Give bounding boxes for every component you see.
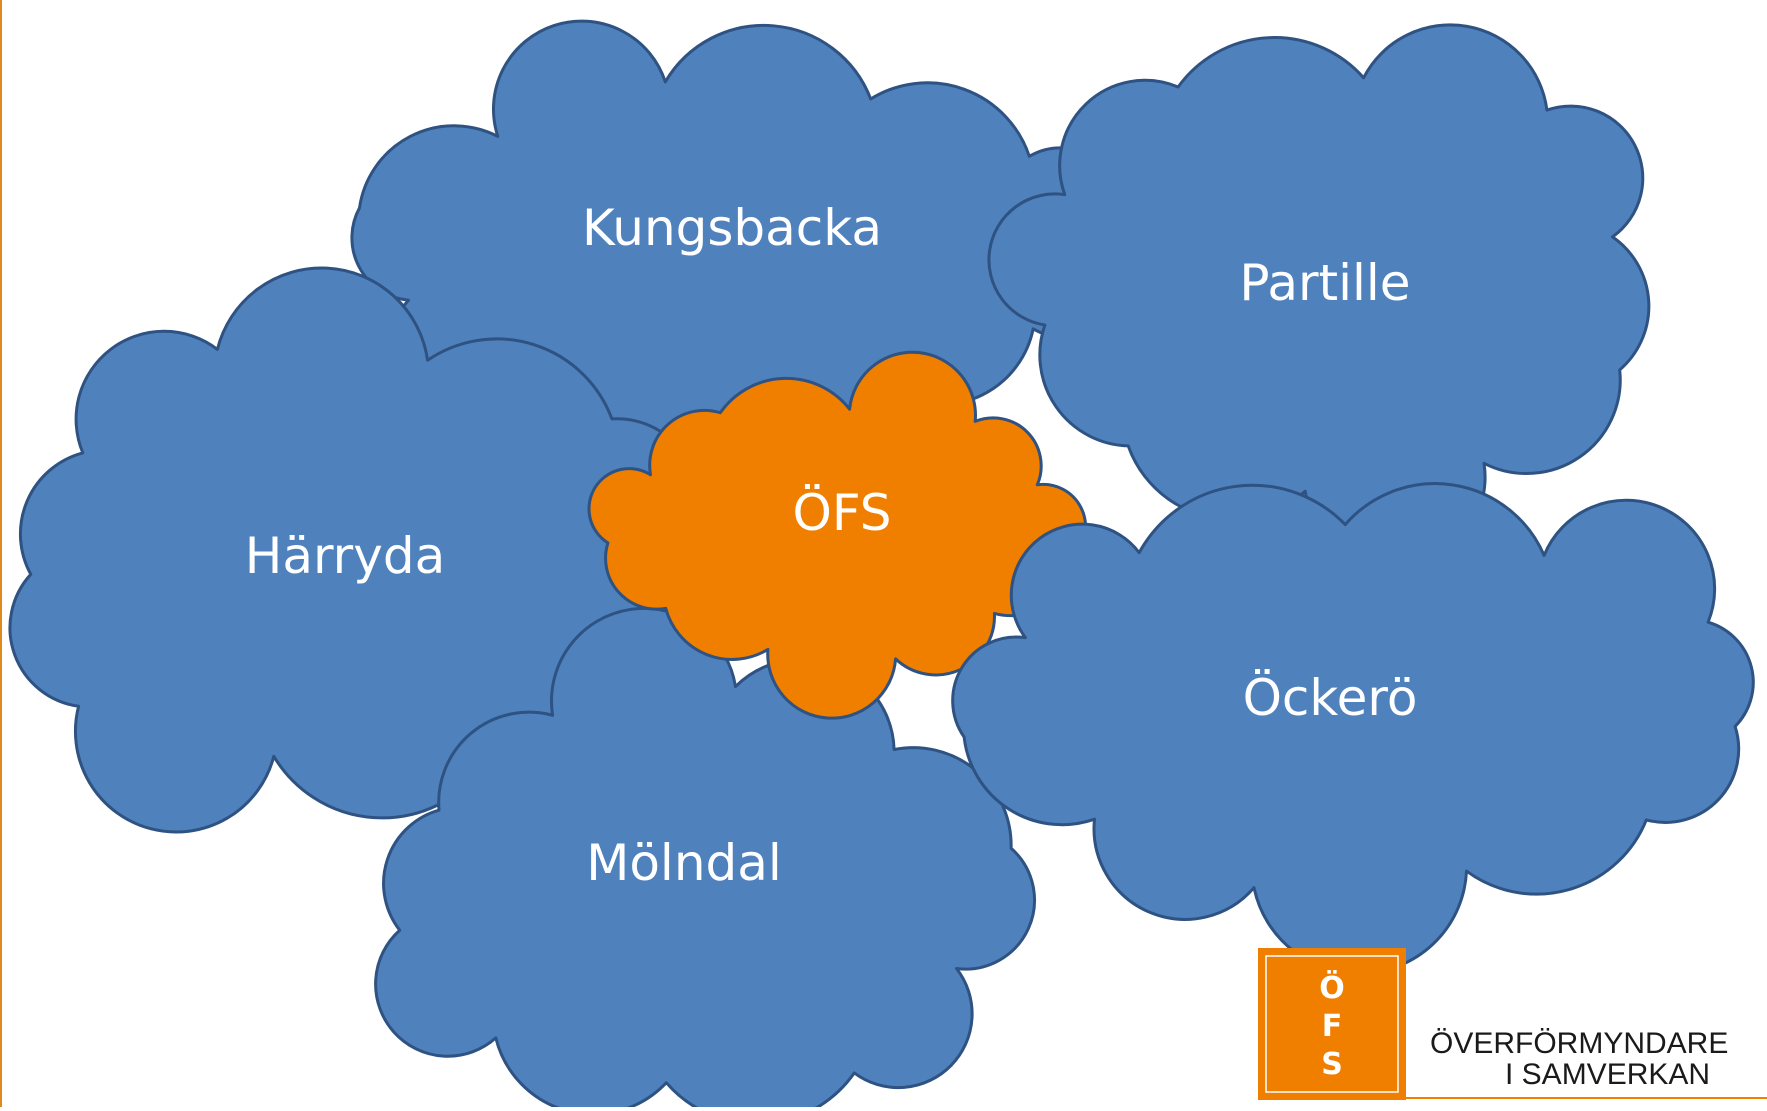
- cloud-shape-ockero: [951, 482, 1755, 975]
- logo-text-line2: I SAMVERKAN: [1505, 1058, 1710, 1091]
- cloud-label-ofs: ÖFS: [793, 484, 892, 542]
- cloud-label-ockero: Öckerö: [1243, 669, 1418, 727]
- cloud-ockero: [951, 482, 1755, 975]
- ofs-logo: Ö F S ÖVERFÖRMYNDARE I SAMVERKAN: [1258, 948, 1767, 1100]
- cloud-ofs: [587, 350, 1088, 720]
- logo-text-line1: ÖVERFÖRMYNDARE: [1430, 1027, 1728, 1060]
- logo-letter-o: Ö: [1319, 969, 1345, 1006]
- cloud-shape-ofs: [587, 350, 1088, 720]
- cloud-label-harryda: Härryda: [245, 527, 445, 585]
- left-edge-rule: [0, 0, 2, 1107]
- logo-letter-f: F: [1322, 1009, 1343, 1044]
- logo-inner-frame: [1265, 955, 1399, 1093]
- logo-letter-s: S: [1321, 1047, 1343, 1082]
- cloud-label-molndal: Mölndal: [586, 834, 782, 892]
- logo-square: [1258, 948, 1406, 1100]
- cloud-label-partille: Partille: [1239, 254, 1410, 312]
- cloud-label-kungsbacka: Kungsbacka: [582, 199, 882, 257]
